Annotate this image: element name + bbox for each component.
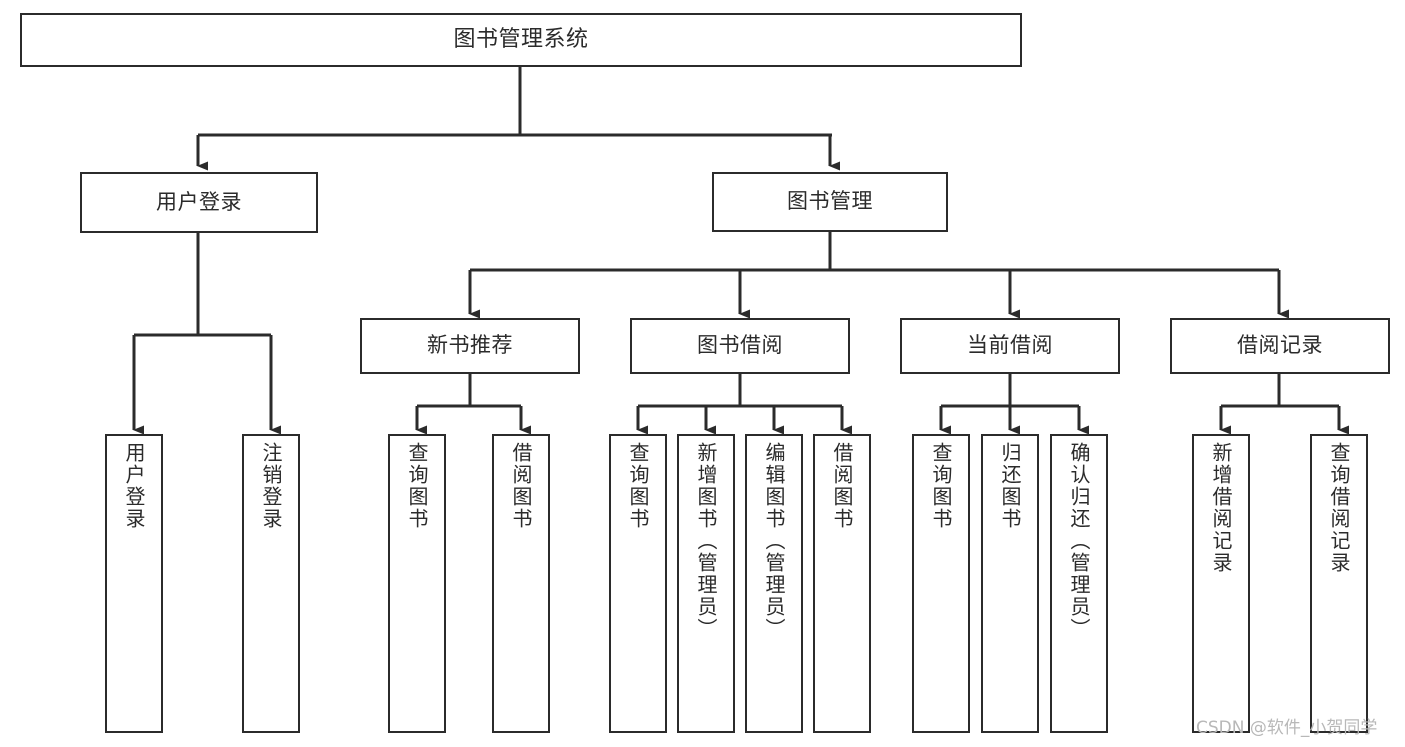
node-leaf-query-book-c-label: 查询图书 [929, 442, 953, 530]
node-new-book-rec-label: 新书推荐 [427, 333, 513, 358]
node-leaf-query-book-a-label: 查询图书 [405, 442, 429, 530]
node-leaf-add-record[interactable]: 新增借阅记录 [1192, 434, 1250, 733]
node-leaf-query-book-a[interactable]: 查询图书 [388, 434, 446, 733]
node-leaf-query-record-label: 查询借阅记录 [1327, 442, 1351, 574]
node-leaf-user-login-label: 用户登录 [122, 442, 146, 530]
node-leaf-logout[interactable]: 注销登录 [242, 434, 300, 733]
node-leaf-logout-label: 注销登录 [259, 442, 283, 530]
csdn-watermark: CSDN @软件_小贺同学 [1196, 718, 1378, 738]
node-leaf-query-book-b-label: 查询图书 [626, 442, 650, 530]
node-leaf-add-book[interactable]: 新增图书（管理员） [677, 434, 735, 733]
node-user-login-label: 用户登录 [156, 189, 242, 214]
node-leaf-borrow-book-a[interactable]: 借阅图书 [492, 434, 550, 733]
node-book-borrow[interactable]: 图书借阅 [630, 318, 850, 374]
node-leaf-user-login[interactable]: 用户登录 [105, 434, 163, 733]
node-leaf-query-record[interactable]: 查询借阅记录 [1310, 434, 1368, 733]
node-leaf-edit-book-label: 编辑图书（管理员） [762, 442, 786, 640]
node-current-borrow-label: 当前借阅 [967, 333, 1053, 358]
node-leaf-query-book-c[interactable]: 查询图书 [912, 434, 970, 733]
node-leaf-confirm-return-label: 确认归还（管理员） [1067, 442, 1091, 640]
node-user-login[interactable]: 用户登录 [80, 172, 318, 233]
node-leaf-borrow-book-a-label: 借阅图书 [509, 442, 533, 530]
node-leaf-confirm-return[interactable]: 确认归还（管理员） [1050, 434, 1108, 733]
node-leaf-return-book-label: 归还图书 [998, 442, 1022, 530]
node-leaf-add-book-label: 新增图书（管理员） [694, 442, 718, 640]
node-new-book-rec[interactable]: 新书推荐 [360, 318, 580, 374]
node-book-manage-label: 图书管理 [787, 189, 873, 214]
node-leaf-return-book[interactable]: 归还图书 [981, 434, 1039, 733]
node-leaf-query-book-b[interactable]: 查询图书 [609, 434, 667, 733]
node-book-manage[interactable]: 图书管理 [712, 172, 948, 232]
node-root[interactable]: 图书管理系统 [20, 13, 1022, 67]
node-book-borrow-label: 图书借阅 [697, 333, 783, 358]
node-leaf-borrow-book-b[interactable]: 借阅图书 [813, 434, 871, 733]
node-borrow-record-label: 借阅记录 [1237, 333, 1323, 358]
node-root-label: 图书管理系统 [453, 26, 589, 52]
node-leaf-add-record-label: 新增借阅记录 [1209, 442, 1233, 574]
node-leaf-edit-book[interactable]: 编辑图书（管理员） [745, 434, 803, 733]
node-leaf-borrow-book-b-label: 借阅图书 [830, 442, 854, 530]
node-current-borrow[interactable]: 当前借阅 [900, 318, 1120, 374]
node-borrow-record[interactable]: 借阅记录 [1170, 318, 1390, 374]
